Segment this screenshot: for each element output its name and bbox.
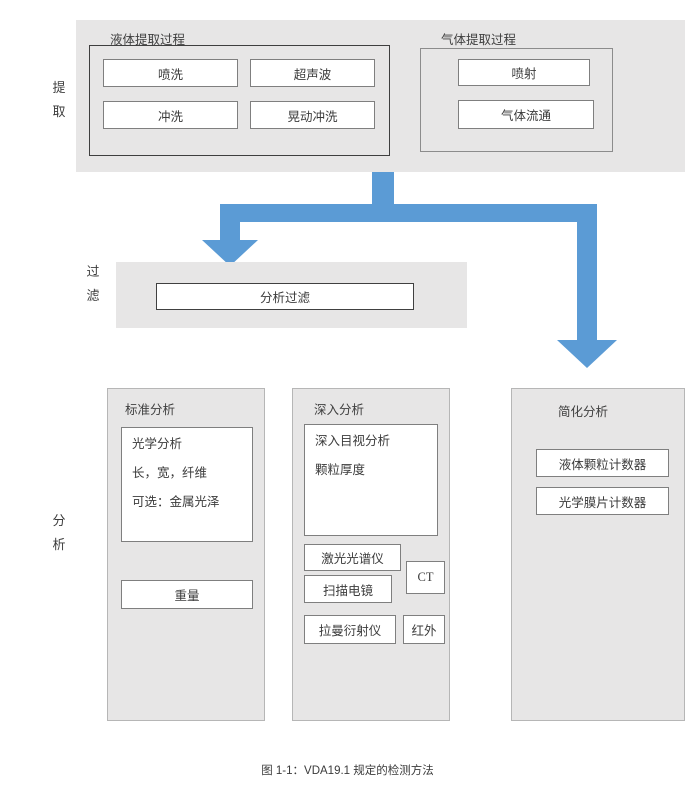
extraction-box-spray-wash[interactable]: 喷洗 [103, 59, 238, 87]
standard-analysis-line-1: 光学分析 [132, 437, 183, 451]
simplified-analysis-title: 简化分析 [558, 405, 609, 419]
stage-label-extraction: 提 取 [44, 76, 74, 124]
stage-label-filtration-char1: 过 [86, 264, 100, 279]
stage-label-analysis: 分 析 [44, 509, 74, 557]
stage-label-extraction-char2: 取 [52, 104, 66, 119]
standard-analysis-detail-box: 光学分析 长，宽，纤维 可选：金属光泽 [121, 427, 253, 542]
extraction-box-rinse[interactable]: 冲洗 [103, 101, 238, 129]
deep-analysis-title: 深入分析 [314, 403, 365, 417]
deep-analysis-box-laser-spectrometer[interactable]: 激光光谱仪 [304, 544, 401, 571]
deep-analysis-box-infrared[interactable]: 红外 [403, 615, 445, 644]
analysis-column-deep: 深入分析 深入目视分析 颗粒厚度 激光光谱仪 CT 扫描电镜 拉曼衍射仪 红外 [292, 388, 450, 721]
deep-analysis-box-raman[interactable]: 拉曼衍射仪 [304, 615, 396, 644]
standard-analysis-line-2: 长，宽，纤维 [132, 466, 208, 480]
gas-extraction-group [420, 48, 613, 152]
deep-analysis-line-1: 深入目视分析 [315, 434, 391, 448]
extraction-box-ultrasonic[interactable]: 超声波 [250, 59, 375, 87]
stage-label-analysis-char2: 析 [52, 537, 66, 552]
deep-analysis-line-2: 颗粒厚度 [315, 463, 366, 477]
standard-analysis-box-weight[interactable]: 重量 [121, 580, 253, 609]
extraction-box-gas-flow[interactable]: 气体流通 [458, 100, 594, 129]
stage-label-filtration: 过 滤 [78, 260, 108, 308]
analysis-column-standard: 标准分析 光学分析 长，宽，纤维 可选：金属光泽 重量 [107, 388, 265, 721]
extraction-box-shake-rinse[interactable]: 晃动冲洗 [250, 101, 375, 129]
stage-label-extraction-char1: 提 [52, 80, 66, 95]
standard-analysis-title: 标准分析 [125, 403, 176, 417]
deep-analysis-box-sem[interactable]: 扫描电镜 [304, 575, 392, 603]
standard-analysis-line-3: 可选：金属光泽 [132, 495, 220, 509]
filtration-box-analysis-filter[interactable]: 分析过滤 [156, 283, 414, 310]
liquid-extraction-group [89, 45, 390, 156]
stage-label-filtration-char2: 滤 [86, 288, 100, 303]
liquid-extraction-title: 液体提取过程 [110, 33, 186, 47]
figure-caption: 图 1-1：VDA19.1 规定的检测方法 [261, 765, 434, 777]
gas-extraction-title: 气体提取过程 [441, 33, 517, 47]
analysis-column-simplified: 简化分析 液体颗粒计数器 光学膜片计数器 [511, 388, 685, 721]
simplified-analysis-box-optical-membrane-counter[interactable]: 光学膜片计数器 [536, 487, 669, 515]
simplified-analysis-box-liquid-particle-counter[interactable]: 液体颗粒计数器 [536, 449, 669, 477]
deep-analysis-detail-box: 深入目视分析 颗粒厚度 [304, 424, 438, 536]
extraction-box-jet[interactable]: 喷射 [458, 59, 590, 86]
stage-label-analysis-char1: 分 [52, 513, 66, 528]
deep-analysis-box-ct[interactable]: CT [406, 561, 445, 594]
